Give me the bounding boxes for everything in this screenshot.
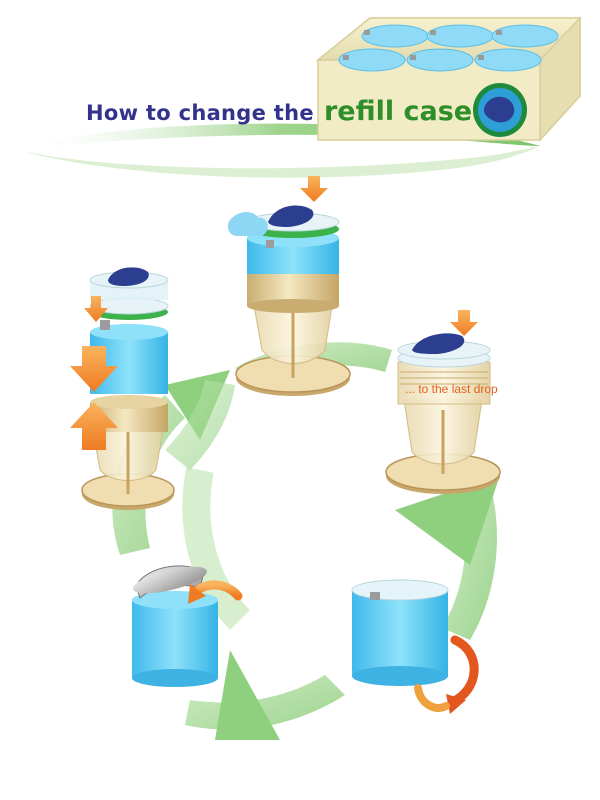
lid-icon [133, 565, 207, 599]
title-prefix: How to change the [86, 101, 314, 125]
page-title: How to change the refill case [86, 96, 472, 127]
ink-disc-icon [268, 205, 314, 227]
rotate-arrow-icon [414, 635, 479, 714]
push-down-arrow-icon [70, 296, 118, 392]
case-step-4 [132, 591, 218, 687]
push-down-arrow-icon [450, 310, 478, 336]
last-drop-annotation: ... to the last drop [405, 382, 498, 396]
cartridge-step-1 [227, 205, 351, 396]
push-down-arrow-icon [300, 176, 328, 202]
ink-drop-icon [227, 212, 268, 236]
push-up-arrow-icon [70, 402, 118, 450]
cartridge-step-6 [81, 267, 175, 510]
cartridge-step-2 [385, 333, 501, 494]
case-step-3 [351, 579, 449, 686]
rotate-arrow-icon [188, 580, 243, 604]
refill-tray-icon [315, 16, 582, 142]
title-highlight: refill case [323, 96, 473, 127]
